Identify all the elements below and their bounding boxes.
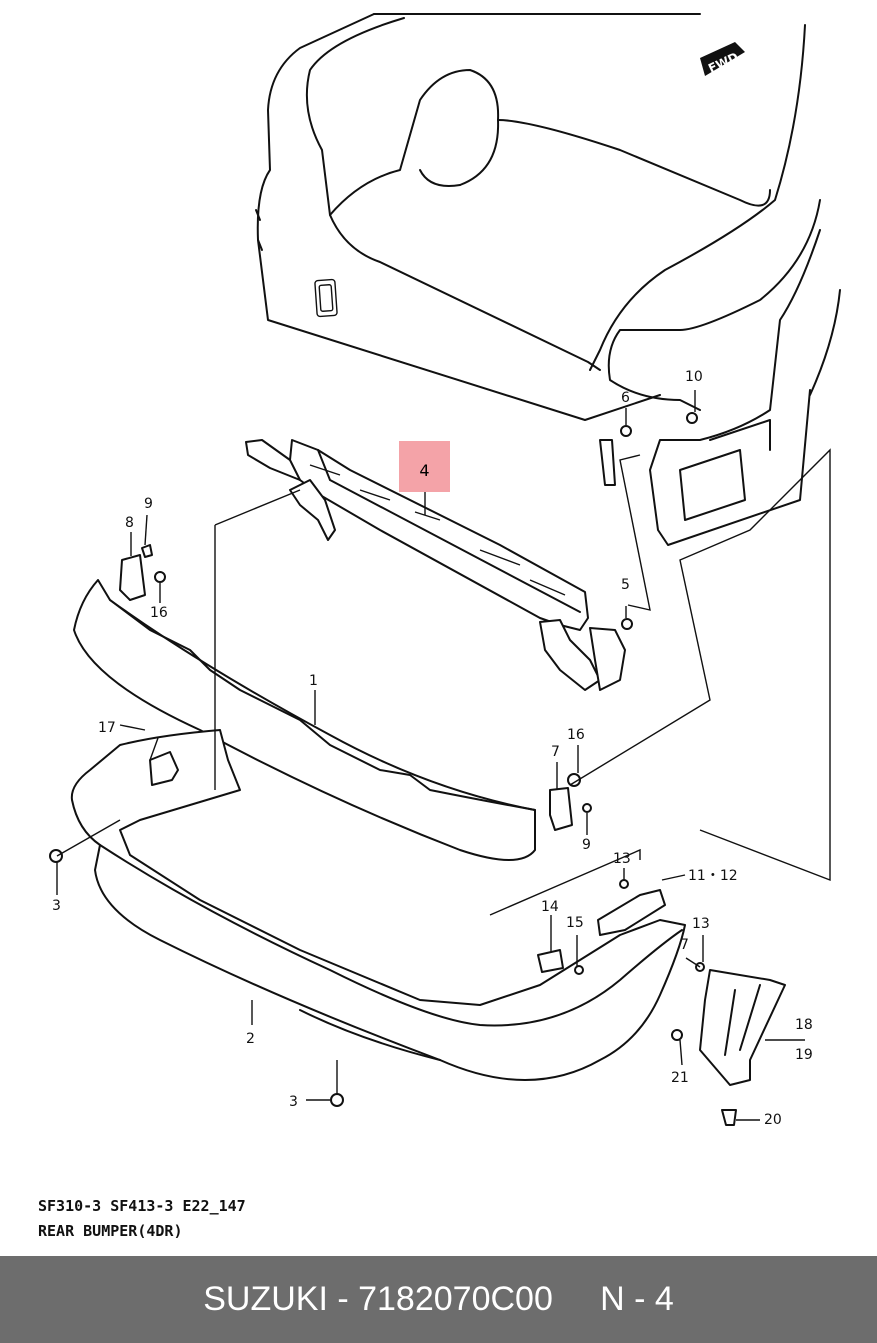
callout-21: 21	[671, 1070, 689, 1086]
callout-5: 5	[621, 577, 630, 593]
footer-part-number: SUZUKI - 7182070C00 N - 4	[203, 1280, 674, 1318]
car-body-outline	[255, 13, 841, 546]
fwd-badge: FWD	[700, 42, 745, 76]
bumper-cover	[70, 729, 686, 1081]
callout-7-lower: 7	[680, 937, 689, 953]
callout-20: 20	[764, 1112, 782, 1128]
parts-diagram: FWD	[49, 13, 841, 1128]
callout-2: 2	[246, 1031, 255, 1047]
callout-4: 4	[419, 461, 430, 480]
callout-14: 14	[541, 899, 559, 915]
bumper-absorber	[73, 579, 536, 861]
callout-8: 8	[125, 515, 134, 531]
callout-13-lower: 13	[692, 916, 710, 932]
diagram-drawing: FWD	[49, 13, 841, 1126]
part-4-highlight: 4	[399, 441, 450, 492]
callout-1: 1	[309, 673, 318, 689]
callout-15: 15	[566, 915, 584, 931]
callout-16-right: 16	[567, 727, 585, 743]
callout-17: 17	[98, 720, 116, 736]
callout-3-left: 3	[52, 898, 61, 914]
small-parts	[49, 412, 786, 1126]
callout-6: 6	[621, 390, 630, 406]
callout-18: 18	[795, 1017, 813, 1033]
callout-9-left: 9	[144, 496, 153, 512]
callout-10: 10	[685, 369, 703, 385]
callout-9-right: 9	[582, 837, 591, 853]
callout-7-right: 7	[551, 744, 560, 760]
footer-bar: SUZUKI - 7182070C00 N - 4	[0, 1256, 877, 1343]
diagram-codes: SF310-3 SF413-3 E22_147	[38, 1197, 246, 1215]
reinforcement-beam	[245, 439, 626, 691]
callout-19: 19	[795, 1047, 813, 1063]
callout-3-bottom: 3	[289, 1094, 298, 1110]
callout-13-upper: 13	[613, 851, 631, 867]
callout-16-left: 16	[150, 605, 168, 621]
callout-11-12: 11・12	[688, 868, 738, 884]
leader-lines	[56, 390, 831, 1121]
diagram-title: REAR BUMPER(4DR)	[38, 1222, 183, 1240]
